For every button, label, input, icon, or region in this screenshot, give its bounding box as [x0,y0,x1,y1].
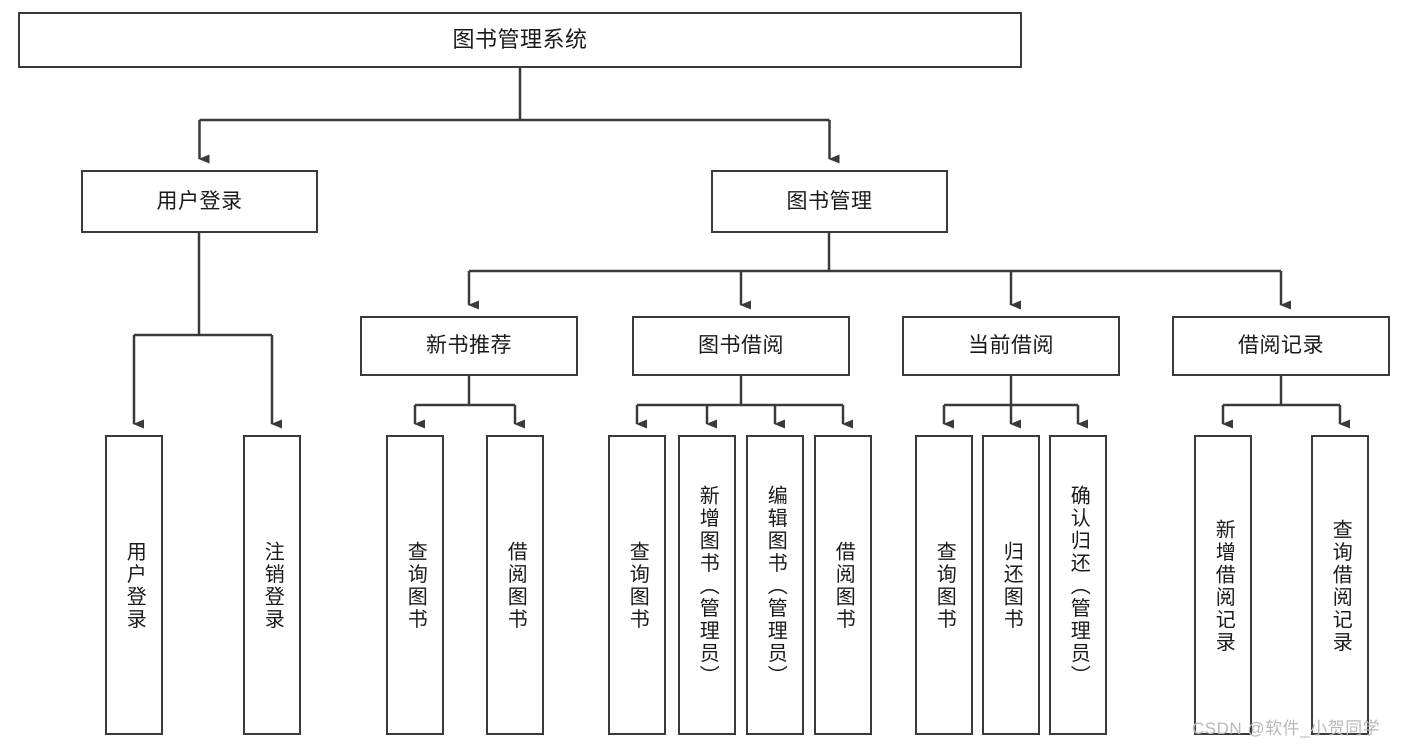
node-leaf-cur-confirm-return[interactable]: 确认归还（管理员） [1049,435,1107,735]
node-label: 归还图书 [1000,541,1023,631]
node-root[interactable]: 图书管理系统 [18,12,1022,68]
node-label: 用户登录 [156,189,243,213]
node-leaf-rec-add-record[interactable]: 新增借阅记录 [1194,435,1252,735]
node-label: 确认归还（管理员） [1067,484,1090,688]
connector-layer [132,68,1350,429]
node-label: 图书管理 [786,189,873,213]
node-leaf-borrow-add-book[interactable]: 新增图书（管理员） [678,435,736,735]
node-leaf-cur-return-book[interactable]: 归还图书 [982,435,1040,735]
node-leaf-cur-query-book[interactable]: 查询图书 [915,435,973,735]
node-label: 查询图书 [933,541,956,631]
node-new-book-rec[interactable]: 新书推荐 [360,316,578,376]
node-label: 编辑图书（管理员） [764,484,787,688]
node-leaf-borrow-query-book[interactable]: 查询图书 [608,435,666,735]
node-current-borrow[interactable]: 当前借阅 [902,316,1120,376]
node-label: 新增借阅记录 [1212,518,1235,654]
node-label: 借阅图书 [832,541,855,631]
node-leaf-rec-borrow-book[interactable]: 借阅图书 [486,435,544,735]
node-label: 图书管理系统 [452,26,588,52]
node-label: 借阅图书 [504,541,527,631]
node-borrow-record[interactable]: 借阅记录 [1172,316,1390,376]
node-leaf-rec-query-record[interactable]: 查询借阅记录 [1311,435,1369,735]
node-label: 当前借阅 [968,334,1054,358]
node-label: 查询图书 [626,541,649,631]
node-label: 查询借阅记录 [1329,518,1352,654]
node-label: 新增图书（管理员） [696,484,719,688]
node-label: 查询图书 [404,541,427,631]
node-user-login[interactable]: 用户登录 [81,170,318,233]
node-leaf-user-logout[interactable]: 注销登录 [243,435,301,735]
node-label: 新书推荐 [426,334,512,358]
node-leaf-borrow-edit-book[interactable]: 编辑图书（管理员） [746,435,804,735]
node-label: 图书借阅 [698,334,784,358]
node-book-manage[interactable]: 图书管理 [711,170,948,233]
node-label: 借阅记录 [1238,334,1324,358]
node-label: 用户登录 [123,541,146,631]
node-label: 注销登录 [261,541,284,631]
watermark-label: CSDN @软件_小贺同学 [1192,719,1381,738]
node-book-borrow[interactable]: 图书借阅 [632,316,850,376]
node-leaf-user-login[interactable]: 用户登录 [105,435,163,735]
node-leaf-borrow-borrow-book[interactable]: 借阅图书 [814,435,872,735]
node-leaf-rec-query-book[interactable]: 查询图书 [386,435,444,735]
